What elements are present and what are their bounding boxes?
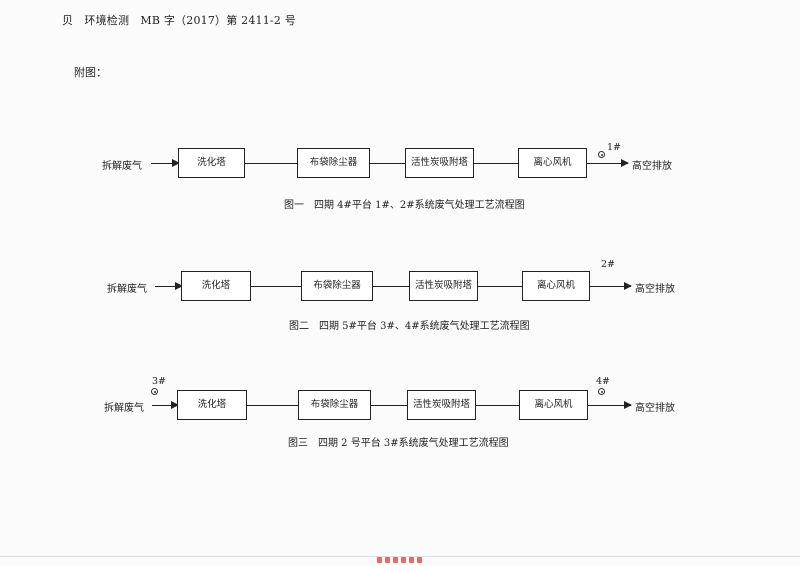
monitoring-point-label: 1# bbox=[607, 142, 622, 153]
activated-carbon-tower-box: 活性炭吸附塔 bbox=[409, 271, 478, 301]
partial-stamp bbox=[377, 557, 425, 563]
activated-carbon-tower-box: 活性炭吸附塔 bbox=[405, 148, 474, 178]
output-arrow bbox=[587, 159, 629, 167]
input-label: 拆解废气 bbox=[104, 403, 144, 414]
flow-diagram-2: 拆解废气 洗化塔 布袋除尘器 活性炭吸附塔 离心风机 高空排放 2# 图二 四期… bbox=[0, 259, 800, 345]
document-header: 贝 环境检测 MB 字（2017）第 2411-2 号 bbox=[62, 14, 296, 27]
output-arrow bbox=[590, 282, 632, 290]
connector-line bbox=[370, 163, 405, 164]
appendix-label: 附图： bbox=[74, 66, 107, 79]
activated-carbon-tower-box: 活性炭吸附塔 bbox=[407, 390, 476, 420]
bag-dust-collector-box: 布袋除尘器 bbox=[298, 390, 371, 420]
diagram-caption: 图一 四期 4#平台 1#、2#系统废气处理工艺流程图 bbox=[284, 200, 525, 211]
centrifugal-fan-box: 离心风机 bbox=[522, 271, 590, 301]
input-arrow bbox=[152, 401, 179, 409]
input-label: 拆解废气 bbox=[102, 161, 142, 172]
output-label: 高空排放 bbox=[632, 161, 672, 172]
monitoring-point-label: 3# bbox=[152, 376, 167, 387]
connector-line bbox=[251, 286, 301, 287]
centrifugal-fan-box: 离心风机 bbox=[518, 148, 587, 178]
bottom-page-rule bbox=[0, 556, 800, 557]
washing-tower-box: 洗化塔 bbox=[181, 271, 251, 301]
bag-dust-collector-box: 布袋除尘器 bbox=[297, 148, 370, 178]
flow-diagram-1: 拆解废气 洗化塔 布袋除尘器 活性炭吸附塔 离心风机 高空排放 1# 图一 四期… bbox=[0, 142, 800, 222]
bag-dust-collector-box: 布袋除尘器 bbox=[301, 271, 373, 301]
connector-line bbox=[478, 286, 522, 287]
connector-line bbox=[247, 405, 298, 406]
output-arrow bbox=[588, 401, 632, 409]
centrifugal-fan-box: 离心风机 bbox=[519, 390, 588, 420]
connector-line bbox=[371, 405, 407, 406]
connector-line bbox=[474, 163, 518, 164]
input-label: 拆解废气 bbox=[107, 284, 147, 295]
monitoring-point-icon bbox=[598, 388, 605, 395]
output-label: 高空排放 bbox=[635, 284, 675, 295]
diagram-caption: 图三 四期 2 号平台 3#系统废气处理工艺流程图 bbox=[288, 438, 509, 449]
diagram-caption: 图二 四期 5#平台 3#、4#系统废气处理工艺流程图 bbox=[289, 321, 530, 332]
washing-tower-box: 洗化塔 bbox=[178, 148, 245, 178]
monitoring-point-label: 4# bbox=[596, 376, 611, 387]
monitoring-point-icon bbox=[598, 151, 605, 158]
connector-line bbox=[245, 163, 297, 164]
connector-line bbox=[373, 286, 409, 287]
monitoring-point-icon bbox=[151, 388, 158, 395]
input-arrow bbox=[155, 282, 183, 290]
input-arrow bbox=[151, 159, 180, 167]
flow-diagram-3: 3# 拆解废气 洗化塔 布袋除尘器 活性炭吸附塔 离心风机 高空排放 4# 图三… bbox=[0, 376, 800, 466]
output-label: 高空排放 bbox=[635, 403, 675, 414]
monitoring-point-label: 2# bbox=[601, 259, 616, 270]
connector-line bbox=[476, 405, 519, 406]
washing-tower-box: 洗化塔 bbox=[177, 390, 247, 420]
